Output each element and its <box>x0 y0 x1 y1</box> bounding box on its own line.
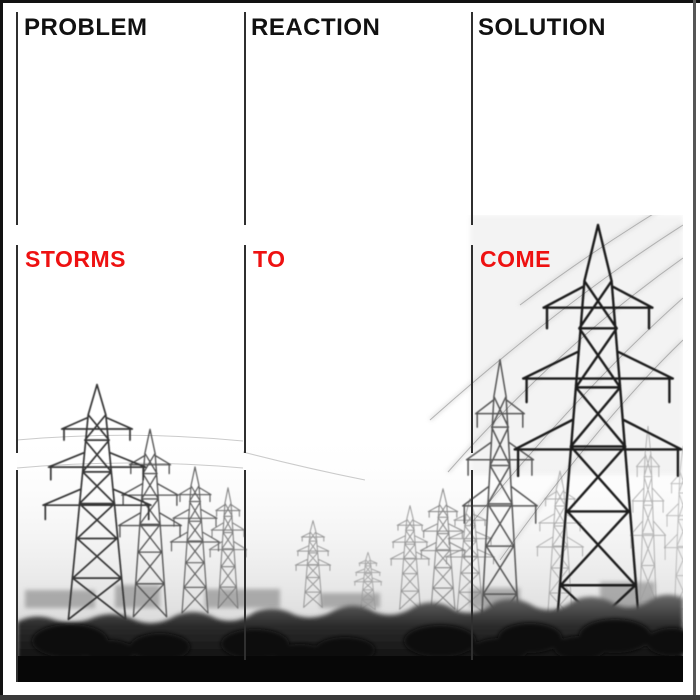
column-2-top-label: REACTION <box>251 14 381 41</box>
column-3-mid-label: COME <box>480 246 551 272</box>
divider-col1-seg1 <box>16 12 18 225</box>
divider-col3-seg2 <box>471 245 473 453</box>
divider-col1-seg3 <box>16 470 18 682</box>
divider-col1-seg2 <box>16 245 18 453</box>
ground <box>17 594 683 682</box>
frame-border-right <box>693 0 696 700</box>
column-1-top-label: PROBLEM <box>24 14 148 41</box>
column-3-top-label: SOLUTION <box>478 14 606 41</box>
column-1-mid-label: STORMS <box>25 246 126 272</box>
divider-col3-seg1 <box>471 12 473 225</box>
divider-col2-seg2 <box>244 245 246 453</box>
column-2-mid-label: TO <box>253 246 286 272</box>
divider-col3-seg3 <box>471 470 473 660</box>
frame-border-bottom <box>0 695 700 700</box>
frame-border-top <box>0 0 700 3</box>
frame-border-left <box>0 0 3 697</box>
ground-bottom-band <box>17 656 683 682</box>
divider-col2-seg3 <box>244 470 246 660</box>
divider-col2-seg1 <box>244 12 246 225</box>
bush-clumps <box>32 619 683 666</box>
